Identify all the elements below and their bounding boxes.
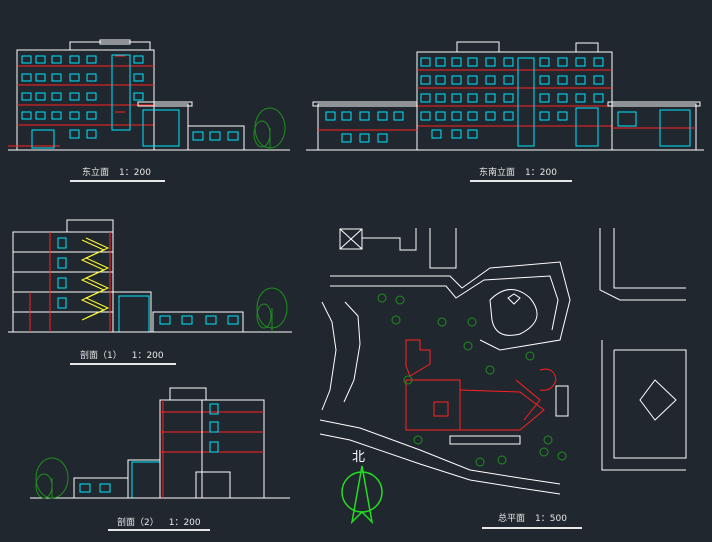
title-section-1: 剖面（1） 1：200 [80, 348, 174, 361]
drawing-title: 东南立面 [479, 168, 516, 178]
building-footprint [405, 339, 557, 431]
window-grid [21, 54, 239, 149]
tree-east [253, 107, 286, 150]
pond-outline [489, 289, 538, 336]
drawing-title: 剖面（1） [80, 351, 122, 361]
site-plan-drawing [319, 228, 687, 525]
main-block [416, 51, 613, 151]
roof-cap [99, 39, 131, 45]
drawing-scale: 1：200 [168, 518, 201, 528]
title-southeast-elevation: 东南立面 1：200 [479, 165, 567, 178]
title-underline [108, 529, 210, 531]
title-underline [482, 527, 582, 529]
drawing-scale: 1：200 [119, 168, 151, 178]
site-trees [377, 293, 567, 467]
parking-rows [449, 385, 569, 445]
drawing-title: 东立面 [82, 168, 110, 178]
southeast-elevation-drawing [306, 41, 704, 151]
title-section-2: 剖面（2） 1：200 [117, 515, 211, 528]
drawing-title: 剖面（2） [117, 518, 159, 528]
drawing-scale: 1：200 [131, 351, 164, 361]
drawing-title: 总平面 [498, 514, 526, 524]
roof-parapet [69, 41, 151, 51]
east-wing [611, 103, 697, 151]
east-elevation-drawing [8, 39, 290, 151]
north-arrow [341, 465, 383, 525]
low-annex [187, 125, 245, 151]
drawing-scale: 1：200 [525, 168, 557, 178]
north-label: 北 [352, 450, 366, 465]
title-underline [470, 180, 572, 182]
title-underline [70, 180, 165, 182]
title-east-elevation: 东立面 1：200 [82, 165, 161, 178]
drawing-scale: 1：500 [535, 514, 567, 524]
east-wing [153, 103, 189, 151]
section-2-drawing [30, 387, 290, 499]
title-underline [70, 363, 176, 365]
gate-house [339, 228, 363, 250]
section-1-drawing [8, 219, 292, 333]
house-outline [639, 379, 677, 421]
title-site-plan: 总平面 1：500 [498, 511, 577, 524]
window-grid [325, 57, 691, 147]
west-wing [317, 103, 418, 151]
stair-section [80, 237, 110, 321]
